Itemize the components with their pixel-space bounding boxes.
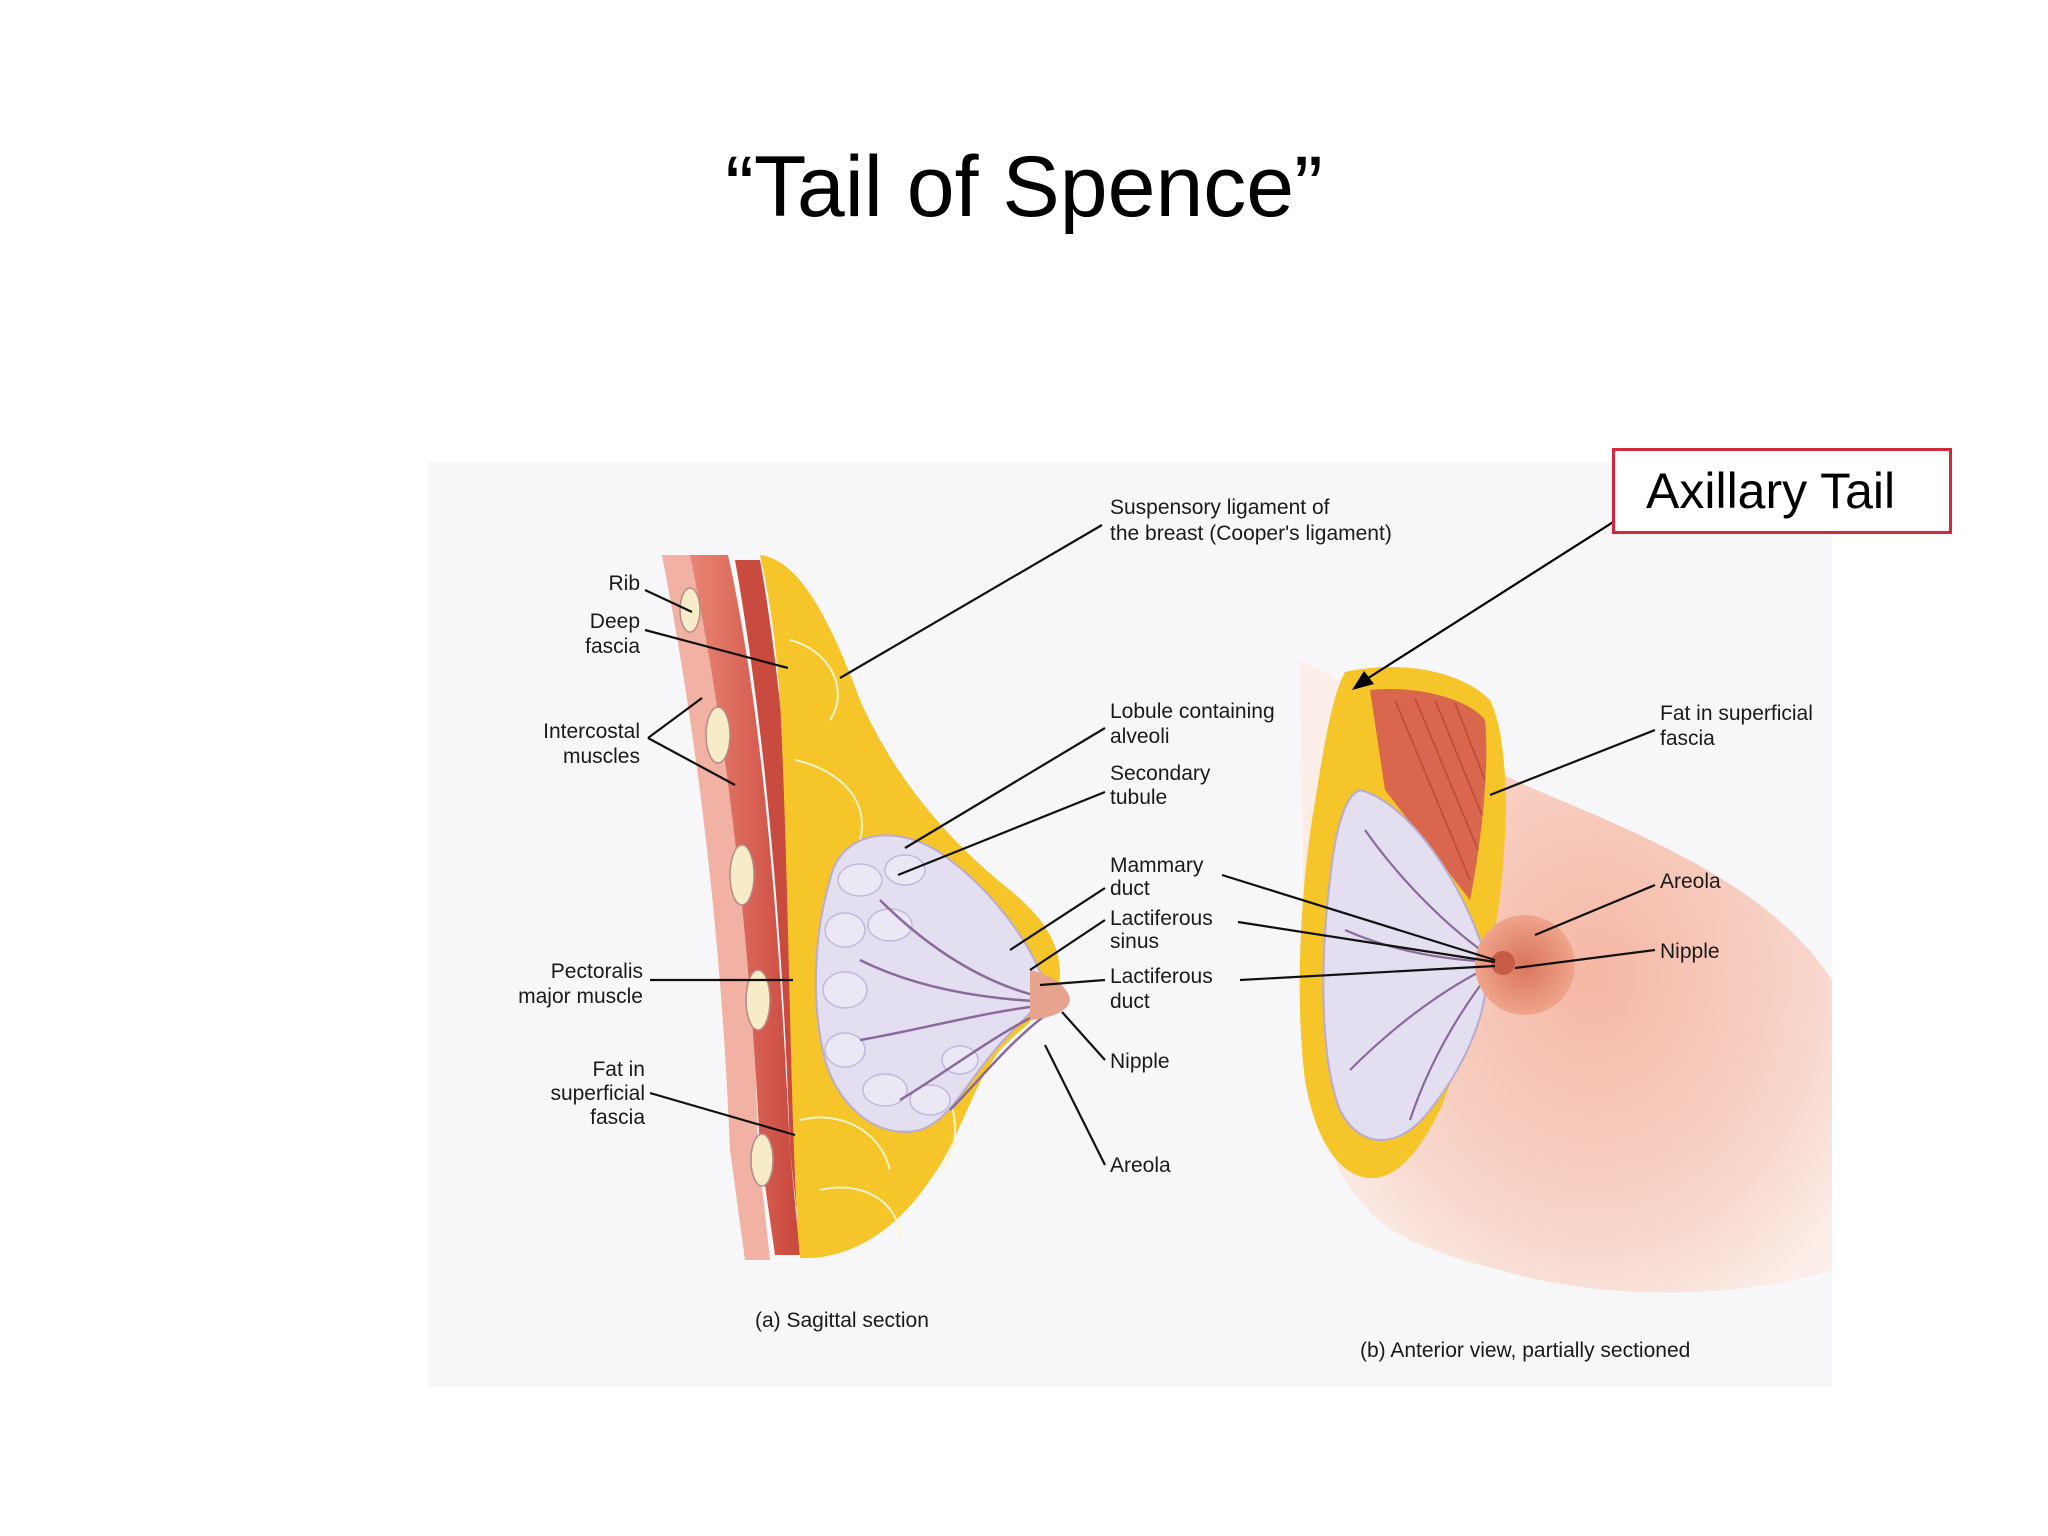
pectoral-muscle-anterior: [1370, 689, 1487, 900]
axillary-tail-arrow: [1352, 504, 1641, 690]
label-mammary-2: duct: [1110, 877, 1150, 900]
nipple-sagittal: [1030, 970, 1070, 1020]
label-suspensory-1: Suspensory ligament of: [1110, 496, 1330, 519]
label-fat-b-2: fascia: [1660, 727, 1715, 750]
label-lobule-2: alveoli: [1110, 725, 1170, 748]
label-nipple-a: Nipple: [1110, 1050, 1170, 1073]
label-deep-fascia-2: fascia: [585, 635, 640, 658]
label-lact-sinus-1: Lactiferous: [1110, 907, 1213, 930]
mammary-gland: [814, 834, 1047, 1133]
rib-cross-sections: [679, 587, 774, 1187]
labels-a: Rib Deep fascia Intercostal muscles Pect…: [518, 496, 1392, 1332]
gland-anterior: [1322, 788, 1488, 1141]
axillary-tail-callout-box: [1612, 448, 1952, 534]
label-lobule-1: Lobule containing: [1110, 700, 1275, 723]
leader-lines-b: [1221, 728, 1656, 982]
leader-lines-a: [644, 524, 1106, 1166]
label-fat-1: Fat in: [592, 1058, 645, 1081]
label-lact-duct-2: duct: [1110, 990, 1150, 1013]
label-mammary-1: Mammary: [1110, 854, 1204, 877]
label-areola-b: Areola: [1660, 870, 1721, 893]
fat-lobule-outlines: [789, 639, 956, 1241]
intercostal-muscle-band: [690, 555, 800, 1255]
chest-wall-skin: [662, 555, 770, 1260]
label-intercostal-1: Intercostal: [543, 720, 640, 743]
caption-a: (a) Sagittal section: [755, 1309, 929, 1332]
label-rib: Rib: [608, 572, 640, 595]
label-fat-b-1: Fat in superficial: [1660, 702, 1813, 725]
label-fat-2: superficial: [550, 1082, 645, 1105]
slide-title: “Tail of Spence”: [725, 139, 1323, 235]
label-areola-a: Areola: [1110, 1154, 1171, 1177]
label-deep-fascia-1: Deep: [590, 610, 640, 633]
label-suspensory-2: the breast (Cooper's ligament): [1110, 522, 1392, 545]
label-intercostal-2: muscles: [563, 745, 640, 768]
nipple-anterior: [1491, 951, 1515, 975]
muscle-fibers: [1394, 697, 1486, 881]
labels-b: Fat in superficial fascia Areola Nipple …: [1360, 702, 1813, 1362]
axillary-tail-label: Axillary Tail: [1646, 463, 1896, 519]
lobules: [822, 854, 979, 1116]
label-fat-3: fascia: [590, 1106, 645, 1129]
label-lact-sinus-2: sinus: [1110, 930, 1159, 953]
label-secondary-2: tubule: [1110, 786, 1167, 809]
label-lact-duct-1: Lactiferous: [1110, 965, 1213, 988]
label-nipple-b: Nipple: [1660, 940, 1720, 963]
label-secondary-1: Secondary: [1110, 762, 1211, 785]
areola-anterior: [1475, 915, 1575, 1015]
anterior-view-drawing: [1299, 660, 1832, 1293]
caption-b: (b) Anterior view, partially sectioned: [1360, 1339, 1690, 1362]
sagittal-section-drawing: [662, 555, 1070, 1260]
label-pectoralis-2: major muscle: [518, 985, 643, 1008]
label-pectoralis-1: Pectoralis: [551, 960, 643, 983]
